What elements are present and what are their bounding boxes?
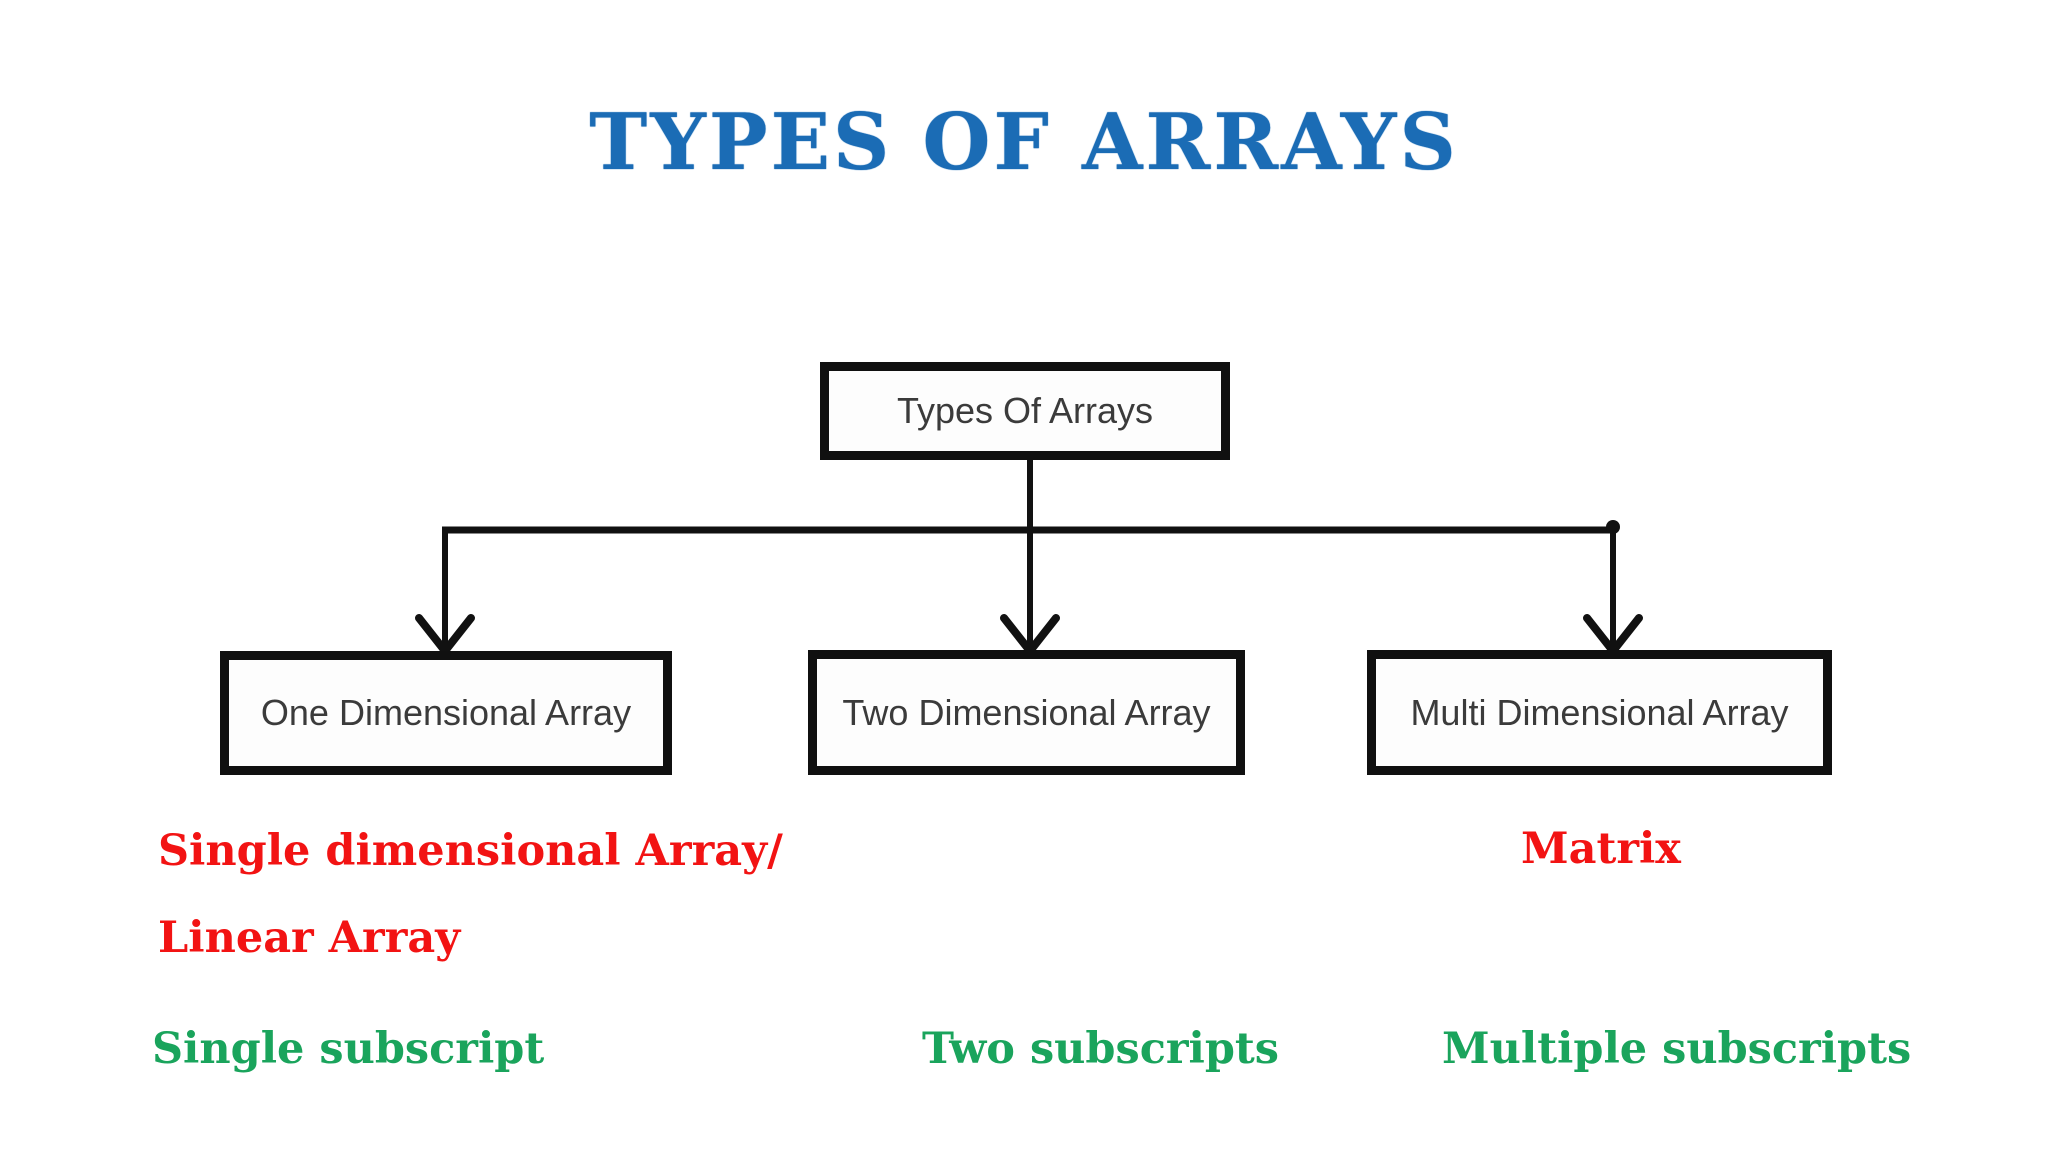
page-title: TYPES OF ARRAYS — [589, 97, 1459, 188]
annotation-one-dimensional-alias-line1: Single dimensional Array/ — [158, 826, 783, 876]
annotation-multi-dimensional-alias: Matrix — [1521, 824, 1681, 874]
node-label: One Dimensional Array — [260, 692, 632, 733]
node-one-dimensional-array: One Dimensional Array — [220, 651, 672, 775]
node-types-of-arrays: Types Of Arrays — [820, 362, 1230, 460]
connector-junction-dot — [1606, 520, 1620, 534]
annotation-single-subscript: Single subscript — [152, 1024, 545, 1074]
node-multi-dimensional-array: Multi Dimensional Array — [1367, 650, 1832, 775]
node-label: Multi Dimensional Array — [1410, 691, 1789, 733]
annotation-one-dimensional-alias-line2: Linear Array — [158, 913, 461, 963]
node-label: Two Dimensional Array — [842, 691, 1211, 733]
node-two-dimensional-array: Two Dimensional Array — [808, 650, 1245, 775]
annotation-multiple-subscripts: Multiple subscripts — [1442, 1024, 1912, 1074]
annotation-two-subscripts: Two subscripts — [922, 1024, 1279, 1074]
node-label: Types Of Arrays — [896, 390, 1154, 431]
